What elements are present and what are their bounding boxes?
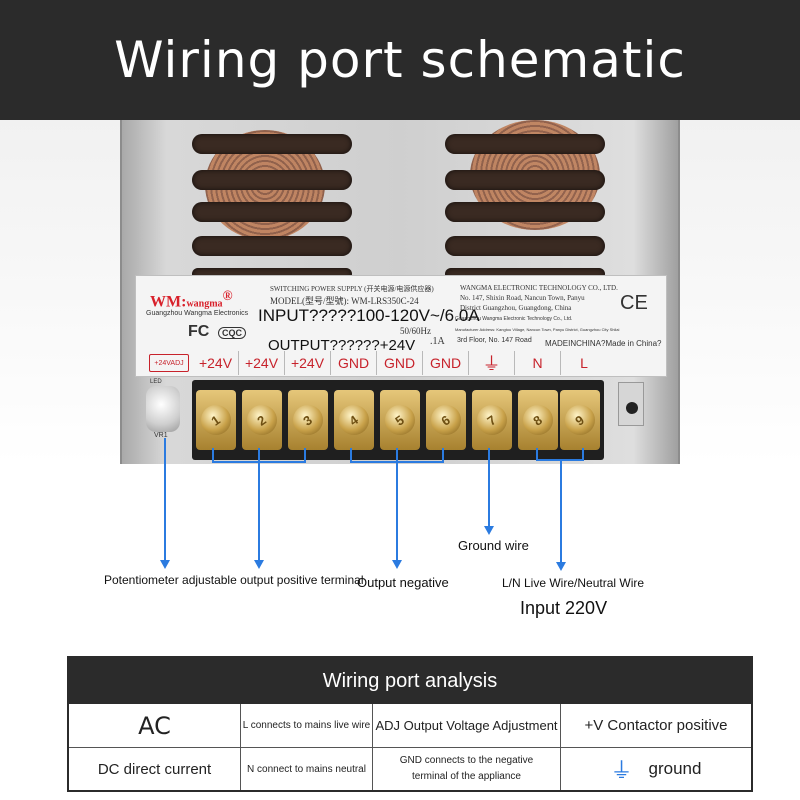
arrow-icon	[254, 560, 264, 569]
terminal-screw: 9	[560, 390, 600, 450]
ground-icon: ⏚	[610, 758, 633, 783]
callout-potentiometer: Potentiometer adjustable output positive…	[104, 573, 364, 587]
bracket-negative	[350, 448, 352, 462]
terminal-label-row: +24VADJ +24V +24V +24V GND GND GND ⏚ N L	[145, 351, 607, 377]
arrow-icon	[160, 560, 170, 569]
callout-ground: Ground wire	[458, 538, 529, 553]
bracket-positive	[304, 448, 306, 462]
callout-line-positive	[258, 462, 260, 562]
arrow-icon	[556, 562, 566, 571]
page-title: Wiring port schematic	[114, 31, 686, 89]
callout-line-negative	[396, 462, 398, 562]
company-address-cn: Manufacturer Address: Kangtou Village, N…	[455, 327, 620, 332]
input-spec: INPUT?????100-120V~/6.0A	[258, 306, 480, 325]
terminal-label-n: N	[515, 351, 561, 375]
arrow-icon	[484, 526, 494, 535]
table-header: Wiring port analysis	[69, 658, 751, 704]
cqc-mark: CQC	[218, 327, 246, 339]
terminal-label-adj: +24VADJ	[149, 354, 189, 372]
terminal-screw: 5	[380, 390, 420, 450]
fc-mark: FC	[188, 323, 210, 340]
terminal-label-gnd: GND	[331, 351, 377, 375]
table-cell: ADJ Output Voltage Adjustment	[373, 704, 561, 748]
pot-led-label: LED	[150, 379, 162, 385]
bracket-positive	[258, 448, 260, 462]
frequency: 50/60Hz	[400, 326, 431, 336]
table-cell: GND connects to the negative terminal of…	[373, 748, 561, 790]
terminal-label-v: +24V	[285, 351, 331, 375]
terminal-screw: 2	[242, 390, 282, 450]
bracket-mains	[536, 448, 538, 460]
vent-slot	[192, 202, 352, 222]
table-title: Wiring port analysis	[322, 669, 498, 692]
vent-slot	[192, 134, 352, 154]
terminal-label-gnd: GND	[423, 351, 469, 375]
company-name: WANGMA ELECTRONIC TECHNOLOGY CO., LTD.	[460, 284, 618, 292]
table-cell: +V Contactor positive	[561, 704, 751, 748]
brand-caption: Guangzhou Wangma Electronics	[146, 310, 249, 317]
table-cell: ⏚ ground	[561, 748, 751, 790]
terminal-screw: 4	[334, 390, 374, 450]
terminal-screw: 1	[196, 390, 236, 450]
terminal-screw: 6	[426, 390, 466, 450]
terminal-screw: 7	[472, 390, 512, 450]
table-cell: N connect to mains neutral	[241, 748, 373, 790]
bracket-positive	[212, 448, 214, 462]
bracket-negative	[396, 448, 398, 462]
table-cell: DC direct current	[69, 748, 241, 790]
vent-slot	[445, 134, 605, 154]
mounting-hole	[626, 402, 638, 414]
header-banner: Wiring port schematic	[0, 0, 800, 120]
wiring-analysis-table: Wiring port analysis AC L connects to ma…	[67, 656, 753, 792]
ce-mark: CE	[620, 292, 648, 314]
brand-logo: WM:wangma®	[150, 288, 233, 311]
terminal-label-gnd: GND	[377, 351, 423, 375]
vent-slot	[445, 202, 605, 222]
arrow-icon	[392, 560, 402, 569]
company-address: No. 147, Shixin Road, Nancun Town, Panyu	[460, 294, 585, 302]
vent-slot	[445, 236, 605, 256]
made-in: MADEINCHINA?Made in China?	[545, 339, 662, 348]
callout-input-voltage: Input 220V	[520, 598, 608, 618]
vent-slot	[445, 170, 605, 190]
potentiometer-knob	[146, 386, 180, 432]
terminal-label-ground: ⏚	[469, 351, 515, 375]
terminal-screw: 3	[288, 390, 328, 450]
callout-line-ground	[488, 448, 490, 528]
table-cell: AC	[69, 704, 241, 748]
model-number: MODEL(型号/型號): WM-LRS350C-24	[270, 296, 419, 306]
bracket-negative	[442, 448, 444, 462]
label-plate	[135, 275, 667, 377]
company-cn: Guangzhou Wangma Electronic Technology C…	[455, 316, 573, 322]
callout-line-mains	[560, 460, 562, 564]
callout-output-negative: Output negative	[357, 575, 449, 590]
output-current: .1A	[430, 336, 445, 347]
terminal-screw: 8	[518, 390, 558, 450]
road-address: 3rd Floor, No. 147 Road	[457, 337, 532, 344]
terminal-label-l: L	[580, 355, 588, 371]
pot-label: VR1	[154, 432, 168, 439]
vent-slot	[192, 170, 352, 190]
product-type: SWITCHING POWER SUPPLY (开关电源/电源供应器)	[270, 285, 434, 293]
callout-live-neutral: L/N Live Wire/Neutral Wire	[502, 576, 645, 590]
product-photo: WM:wangma® Guangzhou Wangma Electronics …	[0, 120, 800, 465]
terminal-block: 1 2 3 4 5 6 7 8 9	[192, 380, 604, 460]
company-address: District Guangzhou, Guangdong, China	[460, 304, 572, 312]
callout-line-pot	[164, 438, 166, 562]
bracket-mains	[582, 448, 584, 460]
vent-slot	[192, 236, 352, 256]
output-spec: OUTPUT??????+24V	[268, 337, 416, 354]
terminal-label-v: +24V	[193, 351, 239, 375]
terminal-label-v: +24V	[239, 351, 285, 375]
table-cell: L connects to mains live wire	[241, 704, 373, 748]
